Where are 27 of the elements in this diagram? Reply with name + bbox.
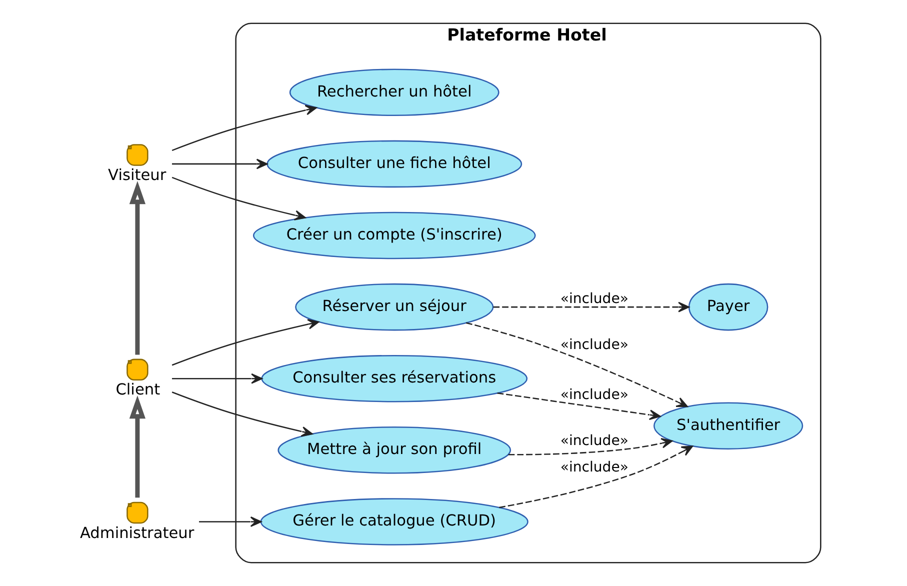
arrow [172,319,320,366]
arrow [199,516,262,527]
edge-label: «include» [560,460,628,476]
edge-label: «include» [560,336,628,353]
node-ellipse: Consulter ses réservations [261,354,528,402]
arrow [172,176,306,220]
arrow [497,392,661,420]
node-ellipse: Payer [688,283,768,331]
node-ellipse: Gérer le catalogue (CRUD) [260,498,528,546]
node-label: Visiteur [108,166,166,184]
node-ellipse: Consulter une fiche hôtel [266,140,522,188]
edge-label: «include» [560,386,628,403]
arrow [129,396,146,498]
node-label: Client [116,380,160,399]
node-label: Administrateur [80,524,194,542]
node-ellipse: Créer un compte (S'inscrire) [252,212,536,260]
arrow [466,322,688,408]
arrow [172,104,317,152]
arrow [508,438,673,456]
arrow [129,181,146,355]
arrow [172,158,268,170]
arrow [493,302,690,312]
arrow [172,373,262,384]
edge-label: «include» [560,432,628,449]
arrow [172,392,313,437]
edge-label: «include» [560,290,628,307]
arrow [499,446,694,508]
